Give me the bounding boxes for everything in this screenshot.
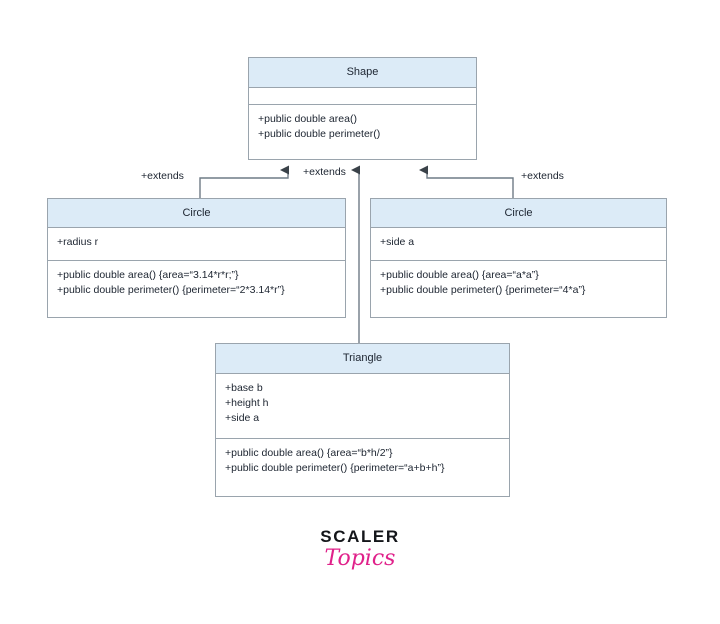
brand-logo: SCALER Topics: [0, 528, 720, 570]
relationship-circle-left-extends-shape: [199, 165, 289, 198]
method-row: +public double area(): [258, 113, 357, 125]
relationship-circle-right-extends-shape: [419, 165, 514, 198]
class-methods-circle-right: +public double area() {area=“a*a”} +publ…: [371, 261, 666, 306]
class-name-shape: Shape: [249, 58, 476, 88]
class-box-circle-right[interactable]: Circle +side a +public double area() {ar…: [370, 198, 667, 318]
edge-label-extends-circle-right: +extends: [521, 170, 564, 182]
attribute-row: +side a: [380, 236, 415, 248]
class-methods-circle-left: +public double area() {area=“3.14*r*r;”}…: [48, 261, 345, 306]
edge-label-extends-circle-left: +extends: [141, 170, 184, 182]
class-name-circle-left: Circle: [48, 199, 345, 228]
class-box-shape[interactable]: Shape +public double area() +public doub…: [248, 57, 477, 160]
class-attributes-circle-left: +radius r: [48, 228, 345, 261]
attribute-row: +base b: [225, 382, 263, 394]
brand-logo-scaler: SCALER: [320, 527, 400, 546]
method-row: +public double perimeter(): [258, 128, 381, 141]
class-box-circle-left[interactable]: Circle +radius r +public double area() {…: [47, 198, 346, 318]
edge-label-extends-triangle: +extends: [303, 166, 346, 178]
class-box-triangle[interactable]: Triangle +base b +height h +side a +publ…: [215, 343, 510, 497]
class-attributes-shape: [249, 88, 476, 105]
class-name-triangle: Triangle: [216, 344, 509, 374]
class-methods-shape: +public double area() +public double per…: [249, 105, 476, 150]
attribute-row: +height h: [225, 397, 269, 410]
method-row: +public double area() {area=“3.14*r*r;”}: [57, 269, 239, 281]
method-row: +public double area() {area=“b*h/2”}: [225, 447, 393, 459]
class-methods-triangle: +public double area() {area=“b*h/2”} +pu…: [216, 439, 509, 484]
brand-logo-topics: Topics: [324, 546, 396, 571]
class-name-circle-right: Circle: [371, 199, 666, 228]
attribute-row: +side a: [225, 412, 260, 425]
method-row: +public double perimeter() {perimeter=“2…: [57, 284, 285, 297]
method-row: +public double perimeter() {perimeter=“4…: [380, 284, 586, 297]
class-attributes-circle-right: +side a: [371, 228, 666, 261]
method-row: +public double perimeter() {perimeter=“a…: [225, 462, 445, 475]
method-row: +public double area() {area=“a*a”}: [380, 269, 539, 281]
class-attributes-triangle: +base b +height h +side a: [216, 374, 509, 439]
attribute-row: +radius r: [57, 236, 99, 248]
